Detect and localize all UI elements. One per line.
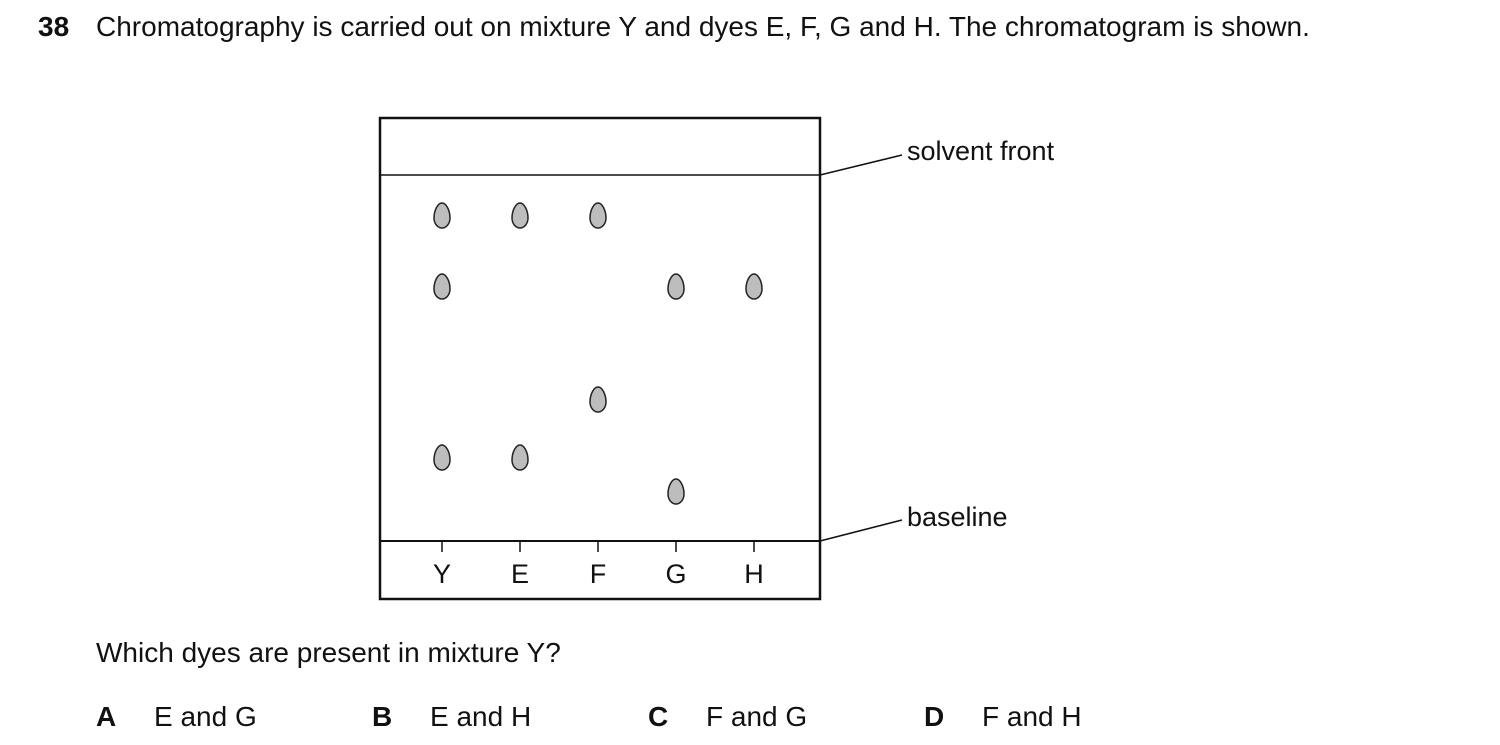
option-b[interactable]: B E and H	[372, 700, 531, 734]
spot-f-1	[589, 202, 607, 229]
option-text: F and H	[982, 701, 1082, 732]
spot-e-1	[511, 202, 529, 229]
lane-label-y: Y	[433, 559, 451, 589]
question-stem: Chromatography is carried out on mixture…	[96, 11, 1310, 42]
spot-y-1	[433, 202, 451, 229]
option-text: E and H	[430, 701, 532, 732]
baseline-leader	[819, 519, 903, 542]
lane-label-g: G	[665, 559, 686, 589]
question-prompt: Which dyes are present in mixture Y?	[96, 637, 561, 668]
option-text: F and G	[706, 701, 808, 732]
lane-label-f: F	[590, 559, 607, 589]
option-letter: D	[924, 701, 945, 732]
baseline-label: baseline	[907, 502, 1008, 532]
spot-e-2	[511, 444, 529, 471]
option-a[interactable]: A E and G	[96, 700, 257, 734]
solvent-front-label: solvent front	[907, 136, 1055, 166]
option-letter: A	[96, 701, 117, 732]
option-d[interactable]: D F and H	[924, 700, 1082, 734]
lane-label-h: H	[744, 559, 764, 589]
lane-label-e: E	[511, 559, 529, 589]
option-letter: B	[372, 701, 393, 732]
question-number: 38	[38, 11, 70, 42]
solvent-front-leader	[819, 154, 903, 176]
spot-g-2	[667, 478, 685, 505]
option-letter: C	[648, 701, 669, 732]
spot-f-2	[589, 386, 607, 413]
chromatography-paper	[378, 116, 822, 601]
spot-y-3	[433, 444, 451, 471]
spot-g-1	[667, 273, 685, 300]
spot-y-2	[433, 273, 451, 300]
spot-h-1	[745, 273, 763, 300]
option-c[interactable]: C F and G	[648, 700, 807, 734]
option-text: E and G	[154, 701, 257, 732]
